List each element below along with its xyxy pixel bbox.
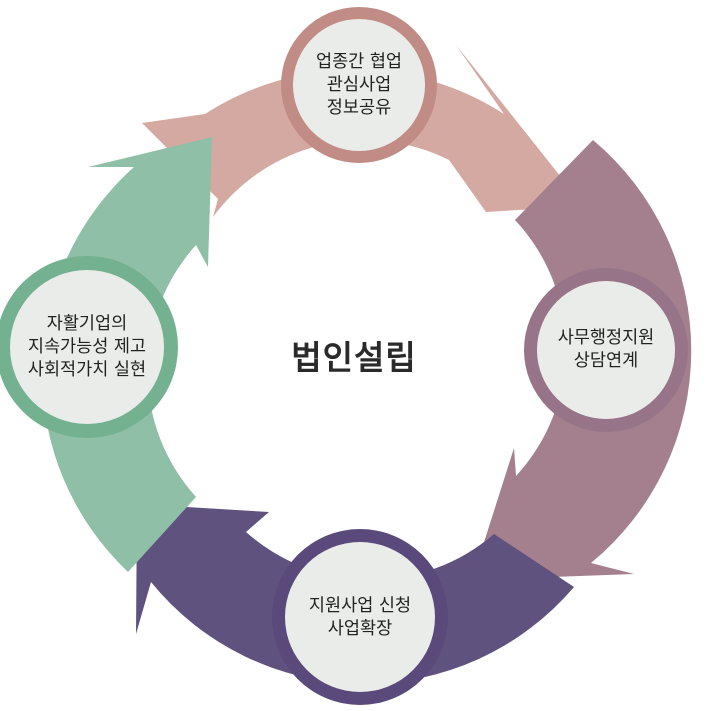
- node-bottom-line-1: 지원사업 신청: [308, 596, 412, 616]
- node-circle-right-inner: [537, 281, 675, 419]
- center-title: 법인설립: [291, 338, 417, 377]
- node-circle-top-inner: [293, 19, 425, 151]
- node-left-line-2: 지속가능성 제고: [27, 336, 147, 357]
- node-bottom-line-2: 사업확장: [327, 619, 393, 639]
- node-label-top: 업종간 협업 관심사업 정보공유: [289, 35, 429, 135]
- node-top-line-1: 업종간 협업: [315, 51, 403, 72]
- node-label-bottom: 지원사업 신청 사업확장: [280, 578, 440, 658]
- node-label-right: 사무행정지원 상담연계: [536, 310, 676, 390]
- node-right-line-2: 상담연계: [573, 351, 639, 371]
- node-top-line-2: 관심사업: [326, 74, 392, 95]
- node-circle-left-inner: [10, 270, 164, 424]
- node-circle-bottom-inner: [285, 542, 435, 692]
- node-left-line-1: 자활기업의: [46, 313, 128, 334]
- node-left-line-3: 사회적가치 실현: [27, 359, 147, 380]
- node-label-left: 자활기업의 지속가능성 제고 사회적가치 실현: [7, 297, 167, 397]
- node-top-line-3: 정보공유: [326, 97, 392, 118]
- node-right-line-1: 사무행정지원: [557, 328, 655, 348]
